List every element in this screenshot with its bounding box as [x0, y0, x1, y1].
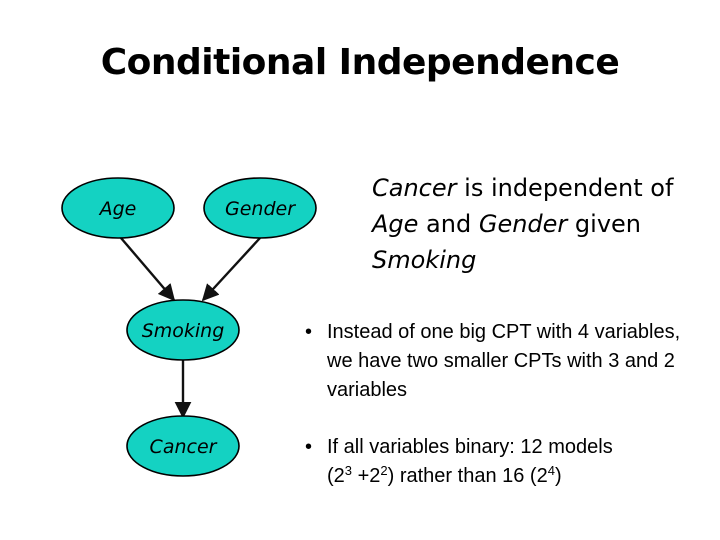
statement-given: given [567, 210, 642, 238]
exponent-3: 3 [344, 463, 353, 478]
bullet-2-line1: If all variables binary: 12 models [327, 436, 613, 458]
statement-smoking: Smoking [372, 246, 477, 274]
bullet-model-count: • If all variables binary: 12 models(23 … [305, 433, 705, 491]
node-smoking: Smoking [126, 299, 240, 361]
bullet-model-count-text: If all variables binary: 12 models (23 +2… [305, 433, 705, 491]
slide-title: Conditional Independence [100, 42, 620, 83]
statement-gender: Gender [478, 210, 568, 238]
edge-gender-to-smoking [201, 237, 261, 302]
bullet-2-open: (2 [327, 465, 345, 487]
bullet-marker: • [305, 436, 313, 458]
bullet-marker: • [305, 321, 313, 343]
exponent-4: 4 [547, 463, 555, 478]
bullet-2-plus: +2 [352, 465, 381, 487]
node-smoking-label: Smoking [142, 320, 225, 342]
edge-age-to-smoking [120, 237, 176, 302]
independence-statement: Cancer is independent of Age and Gender … [372, 170, 712, 278]
bullet-cpt-size-text: Instead of one big CPT with 4 variables,… [327, 321, 681, 401]
statement-age: Age [372, 210, 419, 238]
node-cancer-label: Cancer [150, 436, 218, 458]
exponent-2: 2 [380, 463, 388, 478]
statement-and: and [418, 210, 479, 238]
node-gender-label: Gender [225, 198, 296, 220]
bullet-cpt-size: • Instead of one big CPT with 4 variable… [305, 318, 705, 405]
bullet-2-close: ) [554, 465, 562, 487]
node-gender: Gender [203, 177, 317, 239]
node-age-label: Age [98, 198, 137, 220]
node-age: Age [61, 177, 175, 239]
bullet-2-rather: ) rather than 16 (2 [387, 465, 548, 487]
statement-is-independent-of: is independent of [456, 174, 674, 202]
statement-cancer: Cancer [372, 174, 457, 202]
node-cancer: Cancer [126, 415, 240, 477]
